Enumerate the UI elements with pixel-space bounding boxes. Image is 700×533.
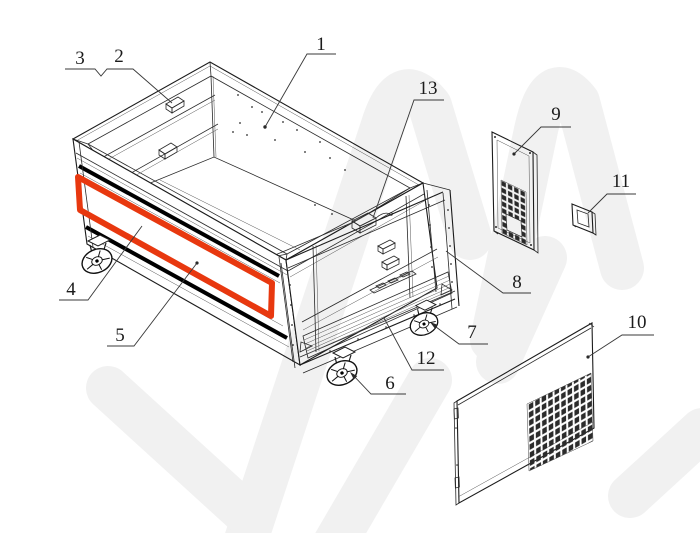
- callout-12: 12: [416, 348, 436, 370]
- red-highlight-frame: [75, 174, 275, 319]
- callout-10: 10: [627, 312, 647, 334]
- callout-9: 9: [551, 104, 561, 126]
- callout-4: 4: [66, 279, 76, 301]
- callout-13: 13: [418, 78, 438, 100]
- callout-6: 6: [385, 373, 395, 395]
- callout-7: 7: [467, 322, 477, 344]
- callout-2: 2: [114, 46, 124, 68]
- callout-3: 3: [75, 48, 85, 70]
- callout-1: 1: [316, 34, 326, 56]
- face-brackets: [377, 239, 400, 271]
- caster-wheel-right: [406, 299, 442, 341]
- callout-5: 5: [115, 325, 125, 347]
- rail-bracket: [158, 142, 178, 160]
- callout-11: 11: [611, 171, 631, 193]
- rivet-dots: [232, 94, 346, 215]
- callout-8: 8: [512, 272, 522, 294]
- watermark: [86, 67, 700, 533]
- rail-bracket: [165, 96, 185, 114]
- front-panel: [72, 137, 301, 367]
- cover-panel-10: [453, 322, 595, 506]
